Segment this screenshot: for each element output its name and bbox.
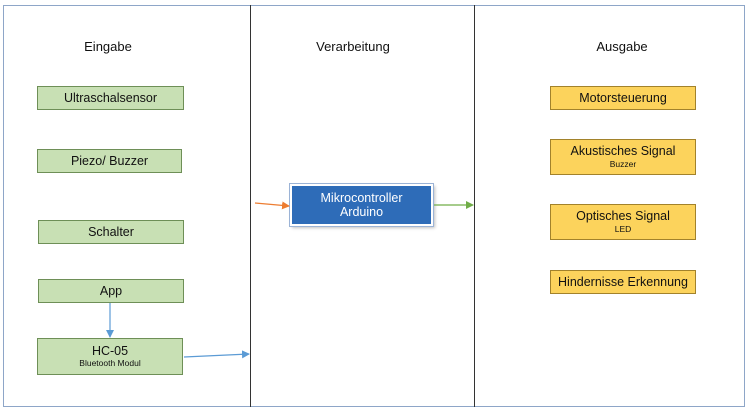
input-box-label: App [99, 283, 123, 298]
input-box-sublabel: Bluetooth Modul [79, 358, 141, 369]
input-box-label: Schalter [88, 224, 134, 239]
output-box-label: Motorsteuerung [579, 90, 667, 105]
arrow-hc05-to-processing [183, 350, 250, 359]
input-box-label: Piezo/ Buzzer [70, 153, 149, 168]
input-box-piezo-buzzer: Piezo/ Buzzer [37, 149, 182, 173]
column-title-processing: Verarbeitung [316, 39, 390, 54]
output-box-label: Hindernisse Erkennung [558, 274, 688, 289]
output-box-label: Akustisches Signal [570, 144, 676, 159]
microcontroller-box: Mikrocontroller Arduino [289, 183, 434, 227]
microcontroller-label-line1: Mikrocontroller [320, 190, 403, 205]
output-box-motor-control: Motorsteuerung [550, 86, 696, 110]
column-title-input: Eingabe [84, 39, 132, 54]
input-box-label: HC-05 [91, 343, 129, 358]
arrow-inputs-to-microcontroller [254, 201, 290, 210]
output-box-obstacle-detection: Hindernisse Erkennung [550, 270, 696, 294]
input-box-ultrasonic-sensor: Ultraschalsensor [37, 86, 184, 110]
output-box-sublabel: LED [614, 223, 632, 234]
output-box-sublabel: Buzzer [609, 158, 637, 169]
input-box-label: Ultraschalsensor [63, 90, 158, 105]
microcontroller-label-line2: Arduino [339, 205, 384, 219]
input-box-app: App [38, 279, 184, 303]
input-box-hc05: HC-05 Bluetooth Modul [37, 338, 183, 375]
column-title-output: Ausgabe [596, 39, 648, 54]
column-divider-right [474, 5, 475, 407]
output-box-optical-signal: Optisches Signal LED [550, 204, 696, 240]
output-box-acoustic-signal: Akustisches Signal Buzzer [550, 139, 696, 175]
output-box-label: Optisches Signal [576, 209, 670, 224]
column-divider-left [250, 5, 251, 407]
diagram-frame [3, 5, 745, 407]
input-box-switch: Schalter [38, 220, 184, 244]
